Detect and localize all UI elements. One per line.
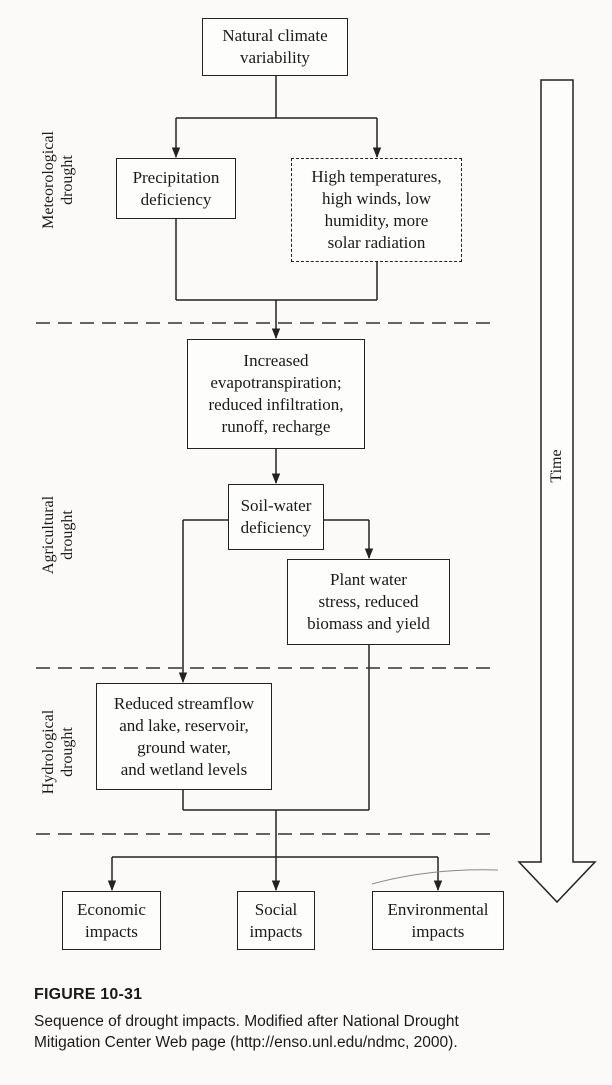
- node-natural-climate: Natural climate variability: [202, 18, 348, 76]
- zone-label-agricultural: Agricultural drought: [40, 495, 76, 575]
- node-soil-water: Soil-water deficiency: [228, 484, 324, 550]
- node-economic: Economic impacts: [62, 891, 161, 950]
- scan-mark: [371, 869, 499, 885]
- node-precipitation: Precipitation deficiency: [116, 158, 236, 219]
- node-streamflow: Reduced streamflow and lake, reservoir, …: [96, 683, 272, 790]
- figure-number: FIGURE 10-31: [34, 986, 143, 1003]
- node-plant-water: Plant water stress, reduced biomass and …: [287, 559, 450, 645]
- time-label: Time: [548, 449, 565, 483]
- node-high-temperatures: High temperatures, high winds, low humid…: [291, 158, 462, 262]
- zone-label-hydrological: Hydrological drought: [40, 709, 76, 795]
- figure-caption: Sequence of drought impacts. Modified af…: [34, 1013, 459, 1051]
- node-evapotranspiration: Increased evapotranspiration; reduced in…: [187, 339, 365, 449]
- time-arrow-icon: [517, 79, 597, 904]
- zone-label-meteorological: Meteorological drought: [40, 131, 76, 229]
- node-social: Social impacts: [237, 891, 315, 950]
- node-environmental: Environmental impacts: [372, 891, 504, 950]
